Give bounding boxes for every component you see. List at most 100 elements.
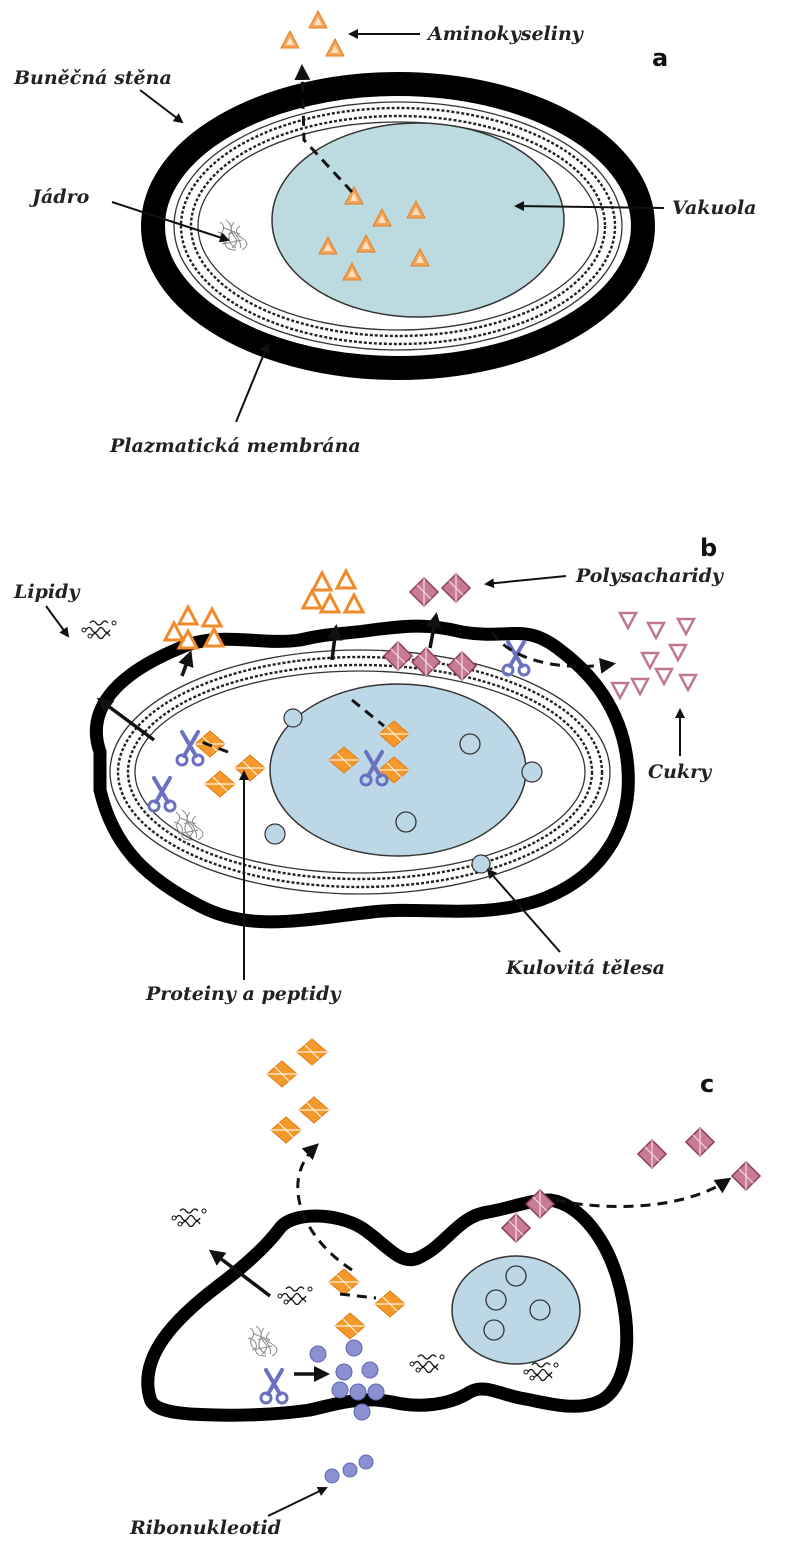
polysaccharides-c xyxy=(502,1128,760,1242)
triangle-aminoacid-icon xyxy=(281,31,299,48)
panel-c: c xyxy=(129,1039,760,1539)
ribonucleotide-icon xyxy=(310,1346,326,1362)
pointer-ribonucleotide xyxy=(268,1488,326,1516)
label-plasma-membrane: Plazmatická membrána xyxy=(109,435,361,457)
triangle-aminoacid-icon xyxy=(303,591,321,608)
diamond-polysaccharide-icon xyxy=(502,1214,530,1242)
diamond-protein-icon xyxy=(329,1269,359,1295)
triangle-sugar-icon xyxy=(678,619,694,634)
nucleus-icon xyxy=(248,1326,277,1356)
pointer-polysaccharides xyxy=(486,576,566,584)
diamond-polysaccharide-icon xyxy=(686,1128,714,1156)
ribonucleotide-icon xyxy=(332,1382,348,1398)
protein-release-arrow-c xyxy=(298,1146,352,1270)
label-cell-wall: Buněčná stěna xyxy=(13,67,172,89)
diamond-polysaccharide-icon xyxy=(638,1140,666,1168)
spherical-body xyxy=(522,762,542,782)
spherical-body xyxy=(284,709,302,727)
triangle-sugar-icon xyxy=(642,653,658,668)
nucleus-icon xyxy=(218,220,247,250)
ribonucleotide-icon xyxy=(359,1455,373,1469)
triangle-aminoacid-icon xyxy=(309,11,327,28)
triangle-aminoacid-icon xyxy=(321,595,339,612)
panel-b: b xyxy=(13,534,725,1005)
label-proteins-peptides: Proteiny a peptidy xyxy=(145,983,342,1005)
diamond-protein-icon xyxy=(299,1097,329,1123)
triangle-sugar-icon xyxy=(620,613,636,628)
triangle-aminoacid-icon xyxy=(203,609,221,626)
sugars xyxy=(612,613,696,698)
triangle-aminoacid-icon xyxy=(345,595,363,612)
polysaccharides-released xyxy=(410,574,470,606)
triangle-aminoacid-icon xyxy=(179,607,197,624)
scissors-enzyme-icon xyxy=(261,1370,287,1403)
diamond-polysaccharide-icon xyxy=(732,1162,760,1190)
pointer-plasma-membrane xyxy=(236,344,268,422)
pointer-cell-wall xyxy=(140,90,182,122)
diamond-polysaccharide-icon xyxy=(384,642,412,670)
diamond-protein-icon xyxy=(267,1061,297,1087)
vacuole-c xyxy=(452,1256,580,1364)
aminoacids-released xyxy=(281,11,344,56)
ribonucleotide-icon xyxy=(368,1384,384,1400)
ribonucleotide-icon xyxy=(346,1340,362,1356)
scissors-enzyme-icon xyxy=(149,778,175,811)
lipid-squiggle-icon xyxy=(172,1209,206,1227)
proteins-c xyxy=(267,1039,405,1339)
spherical-body xyxy=(472,855,490,873)
label-polysaccharides: Polysacharidy xyxy=(575,565,725,587)
label-spherical-bodies: Kulovitá tělesa xyxy=(505,957,665,979)
ribonucleotides-released xyxy=(325,1455,373,1483)
nucleus-icon xyxy=(174,810,203,840)
diamond-polysaccharide-icon xyxy=(442,574,470,602)
triangle-sugar-icon xyxy=(656,669,672,684)
pointer-nucleus xyxy=(112,202,228,240)
lipid-squiggle-icon xyxy=(278,1287,312,1305)
scissors-enzyme-icon xyxy=(177,732,203,765)
diamond-polysaccharide-icon xyxy=(410,578,438,606)
panel-a: a Aminokyseliny Buněčná stěna Jádr xyxy=(13,11,757,457)
label-nucleus: Jádro xyxy=(29,186,90,208)
diamond-protein-icon xyxy=(235,755,265,781)
ribonucleotide-icon xyxy=(362,1362,378,1378)
triangle-sugar-icon xyxy=(612,683,628,698)
triangle-aminoacid-icon xyxy=(313,573,331,590)
panel-letter-c: c xyxy=(700,1070,714,1098)
pointer-lipids xyxy=(46,606,68,636)
lipids-released-b xyxy=(82,621,116,639)
diamond-protein-icon xyxy=(335,1313,365,1339)
panel-letter-a: a xyxy=(652,44,668,72)
triangle-sugar-icon xyxy=(680,675,696,690)
protein-inner-dash-c xyxy=(340,1294,376,1298)
ribonucleotide-icon xyxy=(354,1404,370,1420)
ribonucleotide-icon xyxy=(325,1469,339,1483)
spherical-body xyxy=(265,824,285,844)
diamond-protein-icon xyxy=(297,1039,327,1065)
label-vacuole: Vakuola xyxy=(672,197,757,219)
diamond-polysaccharide-icon xyxy=(448,652,476,680)
lipid-squiggle-icon xyxy=(524,1363,558,1381)
label-lipids: Lipidy xyxy=(13,581,81,603)
triangle-aminoacid-icon xyxy=(326,39,344,56)
ribonucleotide-icon xyxy=(350,1384,366,1400)
lipid-squiggle-icon xyxy=(410,1355,444,1373)
diamond-protein-icon xyxy=(205,771,235,797)
diamond-protein-icon xyxy=(271,1117,301,1143)
polysaccharide-release-arrow-c xyxy=(556,1180,728,1207)
ribonucleotide-icon xyxy=(336,1364,352,1380)
label-ribonucleotide: Ribonukleotid xyxy=(129,1517,281,1539)
lipid-release-arrow xyxy=(100,700,154,740)
diamond-protein-icon xyxy=(375,1291,405,1317)
ribonucleotide-icon xyxy=(343,1463,357,1477)
triangle-aminoacid-icon xyxy=(337,571,355,588)
triangle-sugar-icon xyxy=(632,679,648,694)
panel-letter-b: b xyxy=(700,534,717,562)
aminoacid-release-arrow-b1 xyxy=(182,654,190,676)
lipid-squiggle-icon xyxy=(82,621,116,639)
label-sugars: Cukry xyxy=(648,761,713,783)
triangle-sugar-icon xyxy=(670,645,686,660)
triangle-sugar-icon xyxy=(648,623,664,638)
label-aminoacids: Aminokyseliny xyxy=(426,23,585,45)
triangle-aminoacid-icon xyxy=(165,623,183,640)
